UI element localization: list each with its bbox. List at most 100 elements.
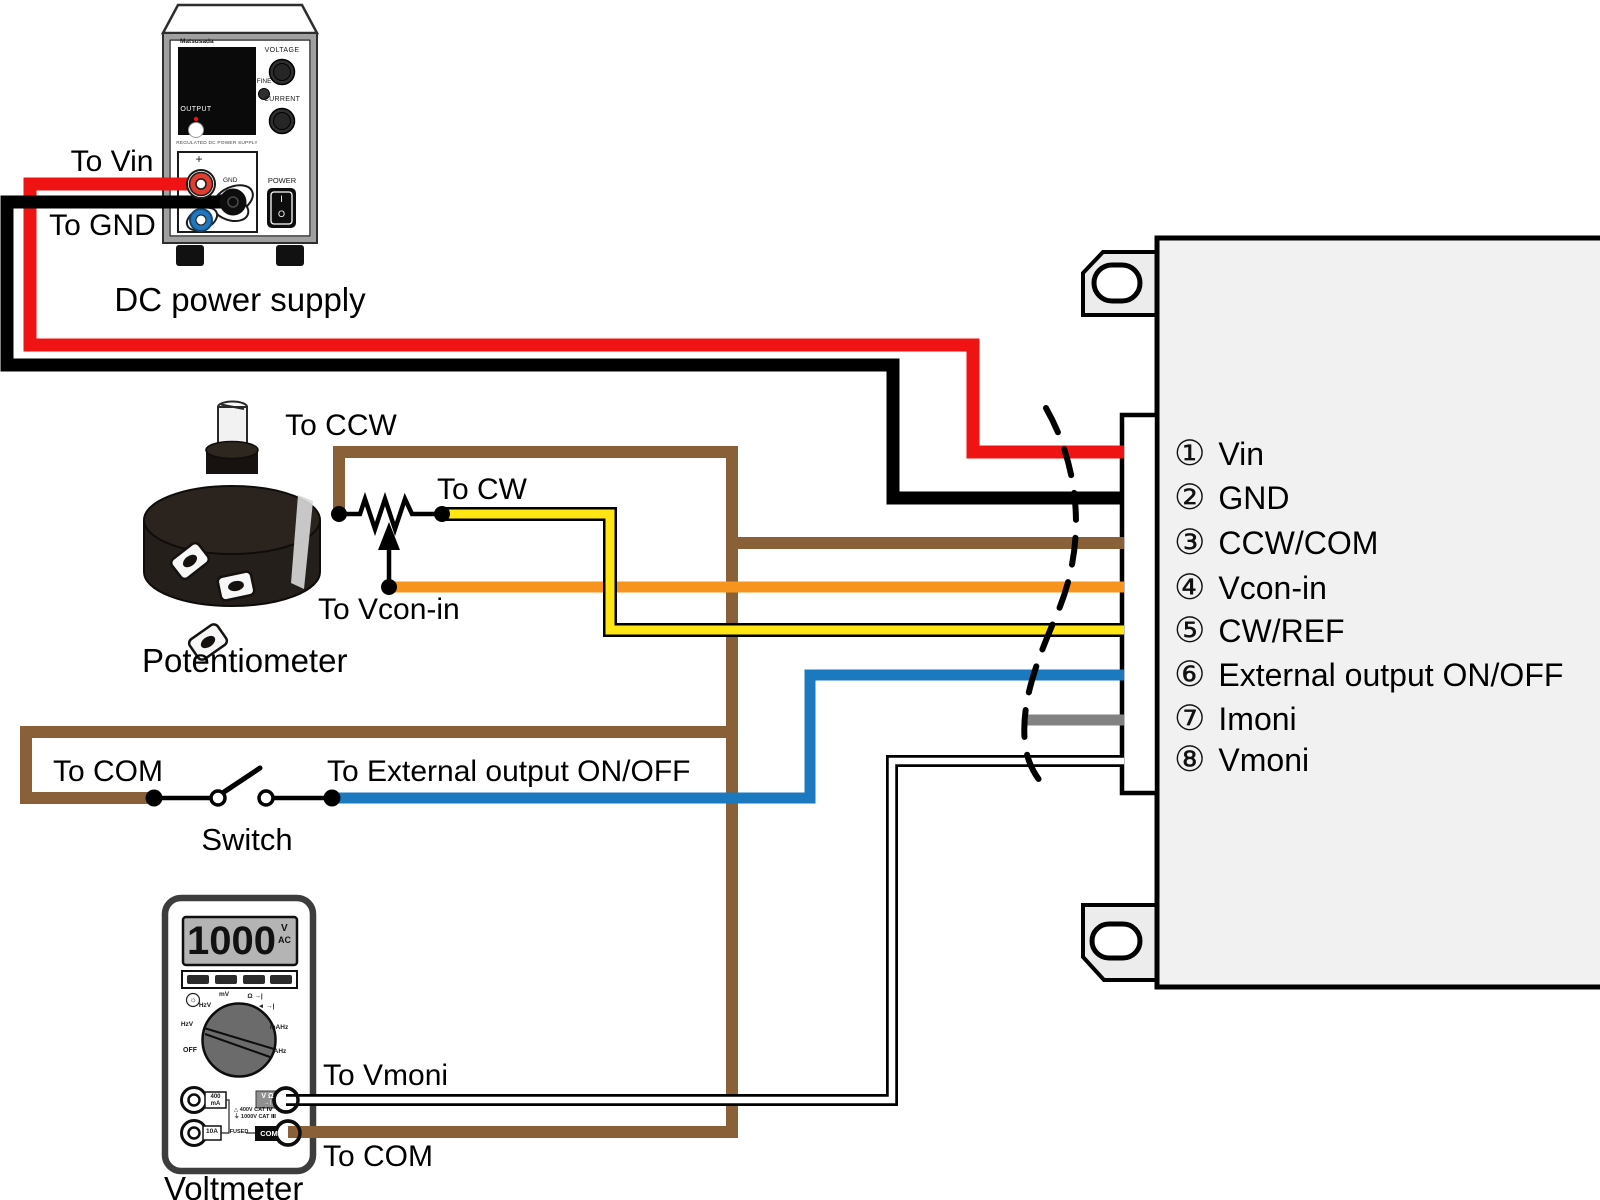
dial-label-mv: mV xyxy=(218,991,230,998)
wire-yellow-outline xyxy=(444,507,1124,637)
psu-top xyxy=(160,3,320,35)
label-to-vcon-in: To Vcon-in xyxy=(318,593,460,626)
wire-white-outline xyxy=(286,755,1124,1106)
pin-row-gnd: ② GND xyxy=(1174,476,1290,520)
wire-brown-trunk xyxy=(288,446,738,1138)
terminal-label-ma: mA xyxy=(210,1101,221,1107)
psu-frame xyxy=(164,34,316,242)
pin-label: Vcon-in xyxy=(1218,569,1327,606)
terminal-label-diode: →| xyxy=(264,1100,271,1106)
pot-highlight xyxy=(291,495,313,589)
controller-device xyxy=(1081,235,1600,990)
psu-gnd-hole xyxy=(227,196,239,208)
dial-label-mahz: mAHz xyxy=(269,1024,289,1031)
label-to-cw: To CW xyxy=(437,473,527,506)
pot-terminal-3 xyxy=(187,623,229,661)
fused-label: FUSED xyxy=(229,1129,249,1135)
pin-label: GND xyxy=(1218,479,1290,516)
pin-row-vcon-in: ④ Vcon-in xyxy=(1174,566,1327,610)
terminal-label-10a: 10A xyxy=(206,1128,218,1135)
terminal-400ma-hole xyxy=(187,1093,201,1107)
pin-row-vin: ① Vin xyxy=(1174,432,1264,476)
voltmeter-lcd xyxy=(181,915,299,967)
psu-gnd-label: GND xyxy=(223,177,238,184)
psu-display xyxy=(178,47,256,135)
psu-power-switch-frame xyxy=(270,191,293,225)
switch-lever xyxy=(221,765,263,795)
pin-number: ⑦ xyxy=(1174,699,1206,738)
node-cw xyxy=(434,506,450,522)
pin-number: ② xyxy=(1174,478,1206,517)
wires xyxy=(0,177,1124,1138)
label-to-com-voltmeter: To COM xyxy=(323,1140,434,1173)
caption-switch: Switch xyxy=(201,822,293,857)
cable-break-arc xyxy=(1021,405,1079,794)
backlight-icon: ☼ xyxy=(189,995,197,1004)
pin-label: Vin xyxy=(1218,435,1265,472)
terminal-vohm-ring xyxy=(272,1086,300,1114)
wire-brown-to-switch xyxy=(20,726,732,804)
pin-number: ① xyxy=(1174,434,1206,473)
psu-fine-label: FINE xyxy=(256,78,272,85)
pin-row-ccw-com: ③ CCW/COM xyxy=(1174,521,1378,565)
psu-subtitle: REGULATED DC POWER SUPPLY xyxy=(176,141,258,146)
terminal-label-400: 400 xyxy=(210,1094,221,1100)
pot-terminal-1 xyxy=(169,541,211,581)
psu-power-switch xyxy=(267,188,296,228)
psu-plus-hole xyxy=(195,178,207,190)
warning-line-2: ⏚ 1000V CAT Ⅲ xyxy=(234,1114,277,1120)
voltmeter-unit-ac: AC xyxy=(278,935,291,945)
voltmeter-button-3 xyxy=(243,975,265,984)
pin-number: ③ xyxy=(1174,523,1206,562)
terminal-link-line xyxy=(221,1099,230,1134)
wire-blue-ext xyxy=(334,669,1124,804)
psu-fine-knob xyxy=(258,88,270,100)
label-to-com-switch: To COM xyxy=(52,755,163,788)
switch-contact-left xyxy=(209,789,227,807)
pin-number: ⑤ xyxy=(1174,611,1206,650)
wire-gnd-black xyxy=(0,195,1124,505)
dial-pointer-1 xyxy=(203,1027,275,1050)
psu-foot-right xyxy=(276,245,304,266)
node-ccw xyxy=(331,506,347,522)
pin-label: CW/REF xyxy=(1218,612,1345,649)
resistor-symbol xyxy=(339,491,444,537)
terminal-com-ring xyxy=(274,1119,302,1147)
voltmeter-lcd-value: 1000 xyxy=(187,919,276,963)
potentiometer-drawing xyxy=(143,400,321,661)
pin-label: External output ON/OFF xyxy=(1218,656,1564,693)
pin-row-imoni: ⑦ Imoni xyxy=(1174,697,1297,741)
voltmeter-button-bar xyxy=(181,970,298,989)
dial-label-ahz: AHz xyxy=(273,1048,287,1055)
pot-terminal-2 xyxy=(216,570,256,602)
caption-voltmeter: Voltmeter xyxy=(164,1170,304,1200)
psu-output-label: OUTPUT xyxy=(180,106,212,113)
psu-power-label: POWER xyxy=(267,176,297,185)
psu-plus-label: + xyxy=(195,152,203,166)
voltmeter-dial xyxy=(201,1002,277,1078)
caption-dc-power-supply: DC power supply xyxy=(114,281,366,318)
terminal-label-vohm: V Ω xyxy=(261,1093,274,1100)
label-to-vin: To Vin xyxy=(70,145,154,178)
label-to-ccw: To CCW xyxy=(285,409,397,442)
wire-vin-red xyxy=(23,177,1124,459)
psu-current-label: CURRENT xyxy=(263,96,301,103)
node-vcon xyxy=(381,579,397,595)
backlight-icon-ring xyxy=(185,992,201,1008)
dial-pointer-2 xyxy=(204,1033,271,1058)
dial-label-off: OFF xyxy=(183,1047,197,1054)
psu-voltage-label: VOLTAGE xyxy=(264,47,300,54)
voltmeter-button-4 xyxy=(270,975,292,984)
circuit-symbols xyxy=(145,169,1079,1147)
caption-potentiometer: Potentiometer xyxy=(142,642,348,679)
pot-body-top xyxy=(143,485,321,555)
psu-voltage-knob-cap xyxy=(273,63,291,81)
psu-switch-on-mark: I xyxy=(280,194,283,204)
dial-label-ohm: Ω →| xyxy=(247,993,263,1000)
pot-collar-top xyxy=(205,440,259,460)
psu-foot-left xyxy=(176,245,204,266)
voltmeter-button-2 xyxy=(215,975,237,984)
pin-label: Vmoni xyxy=(1218,741,1310,778)
